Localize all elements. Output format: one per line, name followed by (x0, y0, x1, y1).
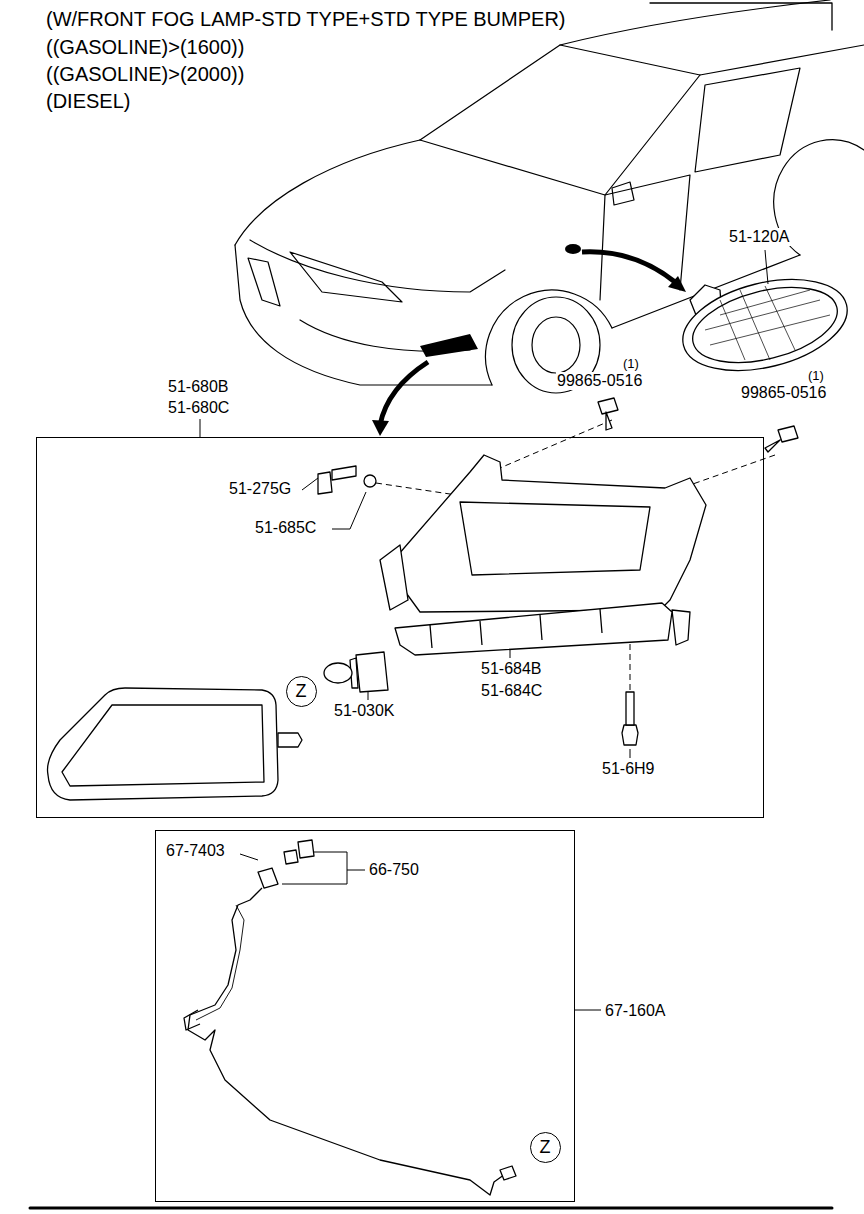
roof-edge (560, 45, 864, 75)
part-number: 51-680B (167, 378, 230, 396)
lamp-socket (278, 733, 302, 747)
part-number: 51-275G (228, 480, 292, 498)
wheel-hub (532, 317, 580, 373)
leader-line (575, 1010, 601, 1011)
condition-note: ((GASOLINE)>(2000)) (45, 63, 245, 86)
part-number: 67-7403 (165, 842, 226, 860)
part-number: 51-120A (728, 228, 791, 246)
bumper-outline (235, 245, 492, 385)
part-number: 66-750 (368, 861, 420, 879)
marker-lens-inner (685, 274, 845, 376)
part-number: 51-685C (254, 519, 317, 537)
install-lines (376, 420, 775, 690)
frame-line (30, 1207, 832, 1210)
bulb-base (356, 652, 388, 692)
arrow-head (668, 276, 686, 292)
leader-line (240, 854, 258, 860)
car-sketch (235, 0, 864, 393)
bulb-glass (324, 663, 352, 683)
part-number: 99865-0516 (556, 372, 643, 390)
leader-line (630, 749, 631, 758)
harness-group-box: 67-160AZ (155, 830, 575, 1202)
part-number: 51-684C (480, 682, 543, 700)
side-window (695, 68, 800, 172)
fog-lamp-lens (48, 688, 279, 800)
part-number: 51-6H9 (601, 760, 655, 778)
condition-note: ((GASOLINE)>(1600)) (45, 36, 245, 59)
connector (258, 868, 278, 888)
bracket-tab (380, 545, 408, 610)
lens-inner (62, 705, 264, 786)
grille-panel (395, 603, 672, 655)
wiring-harness (184, 840, 516, 1195)
hood-edge (235, 140, 420, 245)
reference-circle: Z (286, 676, 317, 707)
windshield (420, 75, 700, 195)
connector (298, 840, 314, 858)
condition-note: (DIESEL) (45, 90, 131, 113)
bracket-tab (672, 610, 690, 645)
reference-letter: Z (540, 1137, 551, 1158)
bracket-opening (460, 502, 650, 575)
lens-hatch (705, 286, 830, 360)
quantity-note: (1) (807, 369, 825, 384)
part-number: 67-160A (604, 1002, 667, 1020)
frame-line (650, 3, 832, 30)
clip (184, 1010, 200, 1030)
leader-line (332, 492, 366, 529)
reference-letter: Z (296, 681, 307, 702)
reference-circle: Z (530, 1132, 561, 1163)
bracket (398, 455, 706, 612)
bolt-head (622, 725, 638, 745)
fog-lamp-assembly (48, 398, 799, 800)
quantity-note: (1) (622, 357, 640, 372)
leader-line (302, 478, 318, 490)
leader-lines (200, 250, 768, 1010)
connector (284, 850, 298, 864)
install-line (690, 455, 775, 485)
screw (765, 426, 798, 452)
door-line (600, 175, 690, 300)
hood-crease (250, 240, 505, 292)
leader-line (765, 250, 768, 284)
bolt-shaft (332, 466, 356, 480)
mirror (612, 182, 634, 205)
connector (500, 1166, 516, 1180)
screw (598, 398, 618, 430)
side-marker-location (565, 244, 581, 254)
marker-lens (673, 264, 856, 386)
leader-line (200, 419, 201, 437)
harness-wire (188, 888, 508, 1195)
part-number: 51-030K (333, 702, 396, 720)
install-line (500, 420, 612, 468)
locator-arrow (380, 362, 428, 425)
harness-wire (196, 905, 244, 1020)
fog-lamp-location (420, 334, 478, 357)
arrow-head (372, 420, 389, 436)
part-number: 51-684B (480, 660, 543, 678)
assembly-group-box: 51-680B51-680CZ (36, 437, 764, 818)
headlamp (290, 252, 402, 302)
locator-arrow (582, 252, 675, 282)
washer (364, 475, 376, 487)
grille-ribs (430, 609, 602, 648)
bolt-shaft (626, 692, 634, 725)
part-number: 51-680C (167, 399, 230, 417)
part-number: 99865-0516 (740, 384, 827, 402)
bolt-head (318, 472, 332, 494)
side-marker (673, 264, 856, 386)
grille (248, 258, 280, 306)
frame-lines (30, 3, 832, 1208)
diagram-title: (W/FRONT FOG LAMP-STD TYPE+STD TYPE BUMP… (45, 8, 567, 31)
